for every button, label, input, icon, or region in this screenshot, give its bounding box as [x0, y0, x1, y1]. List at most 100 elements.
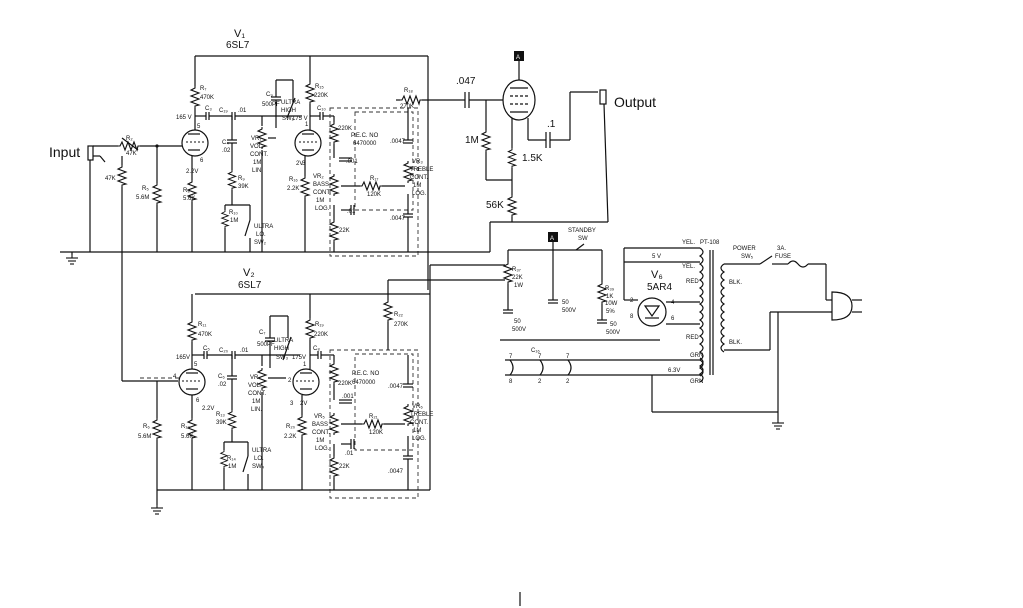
v6-pin2: 2 — [630, 298, 634, 304]
vr1-l3: 1M — [253, 160, 261, 166]
v1-plate-voltage: 165 V — [176, 115, 192, 121]
vr6-l1: TREBLE — [410, 412, 433, 418]
r13-label: R₁₃ — [216, 412, 225, 418]
sw3-label: SW₃ — [276, 355, 289, 361]
heater-pin-2a: 2 — [538, 379, 542, 385]
r37-label: R₃₇ — [512, 267, 521, 273]
heater-pin-2b: 2 — [566, 379, 570, 385]
c3-label: C₃ — [205, 106, 212, 112]
r5-label: R₅ — [142, 186, 149, 192]
heater-6v3-label: 6.3V — [668, 368, 680, 374]
c047-label: .047 — [456, 76, 476, 87]
r11-label: R₁₁ — [198, 322, 206, 328]
c6-value: .02 — [218, 382, 227, 388]
v2b-pin1: 1 — [303, 362, 307, 368]
pec-number-2: 6470000 — [352, 380, 376, 386]
c19-label: C₁₉ — [219, 108, 228, 114]
vr2-l2: CONT. — [313, 190, 331, 196]
r7-label: R₇ — [200, 86, 206, 92]
resistor-47k — [117, 164, 127, 188]
c6-label: C₆ — [218, 374, 225, 380]
heater-pin-7b: 7 — [538, 354, 542, 360]
node-a-top-label: A — [516, 55, 520, 61]
sw2-label: SW₂ — [254, 240, 267, 246]
vr5-label: VR₅ — [314, 414, 325, 420]
r47k-value: 47K — [105, 176, 116, 182]
c01-label: .01 — [238, 108, 247, 114]
r18-value: 270K — [400, 104, 414, 110]
ultra-lo-1b: LO. — [256, 232, 266, 238]
vr1-l4: LIN. — [252, 168, 263, 174]
v1-type: 6SL7 — [226, 40, 250, 51]
resistor-r7 — [190, 85, 200, 109]
r39-value: 1K — [606, 294, 613, 300]
c20-label: C₂₀ — [219, 348, 229, 354]
r20-label: R₂₀ — [286, 424, 296, 430]
vr6-l2: CONT. — [410, 420, 428, 426]
fuse-label: FUSE — [775, 254, 791, 260]
ultra-high-1b: HIGH — [281, 108, 296, 114]
v6-pin6: 6 — [671, 316, 675, 322]
heater-pin-8: 8 — [509, 379, 513, 385]
ultra-high-2a: ULTRA — [274, 338, 293, 344]
r13-value: 39K — [216, 420, 227, 426]
c500c-label: 500V — [606, 330, 620, 336]
r22-label: R₂₂ — [394, 312, 404, 318]
c0047a-2: .0047 — [388, 384, 404, 390]
v1b-cathode-voltage: 2V — [296, 161, 303, 167]
vr1-l2: CONT. — [250, 152, 268, 158]
r6-value: 5.6M — [138, 434, 151, 440]
v2-plate-voltage: 165V — [176, 355, 190, 361]
r12-label: R₁₂ — [181, 424, 190, 430]
r11-value: 470K — [198, 332, 212, 338]
c50b-label: 50 — [562, 300, 569, 306]
c4-value: .02 — [222, 148, 231, 154]
vr4-l1: VOL. — [248, 383, 262, 389]
v2b-pin3: 3 — [290, 401, 294, 407]
ground-1 — [65, 254, 79, 265]
r2-label: R₂ — [126, 136, 133, 142]
c10-label: C₁₀ — [317, 106, 326, 112]
node-a-psu-label: A — [550, 236, 554, 242]
resistor-1-5k — [507, 147, 517, 169]
vr4-l3: 1M — [252, 399, 260, 405]
mains-plug — [831, 291, 862, 321]
r37-value: 22K — [512, 275, 523, 281]
r18-label: R₁₈ — [404, 88, 413, 94]
resistor-r37 — [503, 261, 513, 285]
power-transformer — [698, 247, 726, 383]
v1b-plate-voltage: 175 V — [292, 116, 308, 122]
v2b-plate-voltage: 175V — [292, 355, 306, 361]
standby-sw-label: SW — [578, 236, 588, 242]
tone-stack-box-2 — [329, 349, 419, 499]
r5-value: 5.6M — [136, 195, 149, 201]
pec-label-1: P.E.C. NO — [351, 133, 379, 139]
vr5-l2: CONT. — [312, 430, 330, 436]
v6-pin8: 8 — [630, 314, 634, 320]
vr6-l3: 1M — [413, 428, 421, 434]
c1-label: .1 — [547, 119, 556, 130]
grn-label-1: GRN — [690, 353, 703, 359]
resistor-r13 — [227, 409, 237, 431]
vr3-label: VR₃ — [412, 159, 423, 165]
vr6-l4: LOG. — [412, 436, 427, 442]
c7-label: C₇ — [259, 330, 265, 336]
c01b-1: .01 — [347, 209, 356, 215]
v1-pin6: 6 — [200, 158, 204, 164]
c9-label: C₉ — [266, 92, 273, 98]
resistor-r15 — [305, 81, 315, 105]
vr2-label: VR₂ — [313, 174, 324, 180]
r9-value: 39K — [238, 184, 249, 190]
r39-watt: 10W — [605, 301, 618, 307]
v1-pin5: 5 — [197, 124, 201, 130]
vr2-l1: BASS — [313, 182, 329, 188]
filament-5v-label: 5 V — [652, 254, 661, 260]
vr2-l3: 1M — [316, 198, 324, 204]
ultra-lo-2b: LO. — [254, 456, 264, 462]
r8-label: R₈ — [183, 188, 190, 194]
v2-cathode-voltage: 2.2V — [202, 406, 214, 412]
resistor-r18 — [399, 95, 423, 105]
r39-tolerance: 5% — [606, 309, 615, 315]
r1m-label: 1M — [465, 135, 479, 146]
vr4-l2: CONT. — [248, 391, 266, 397]
